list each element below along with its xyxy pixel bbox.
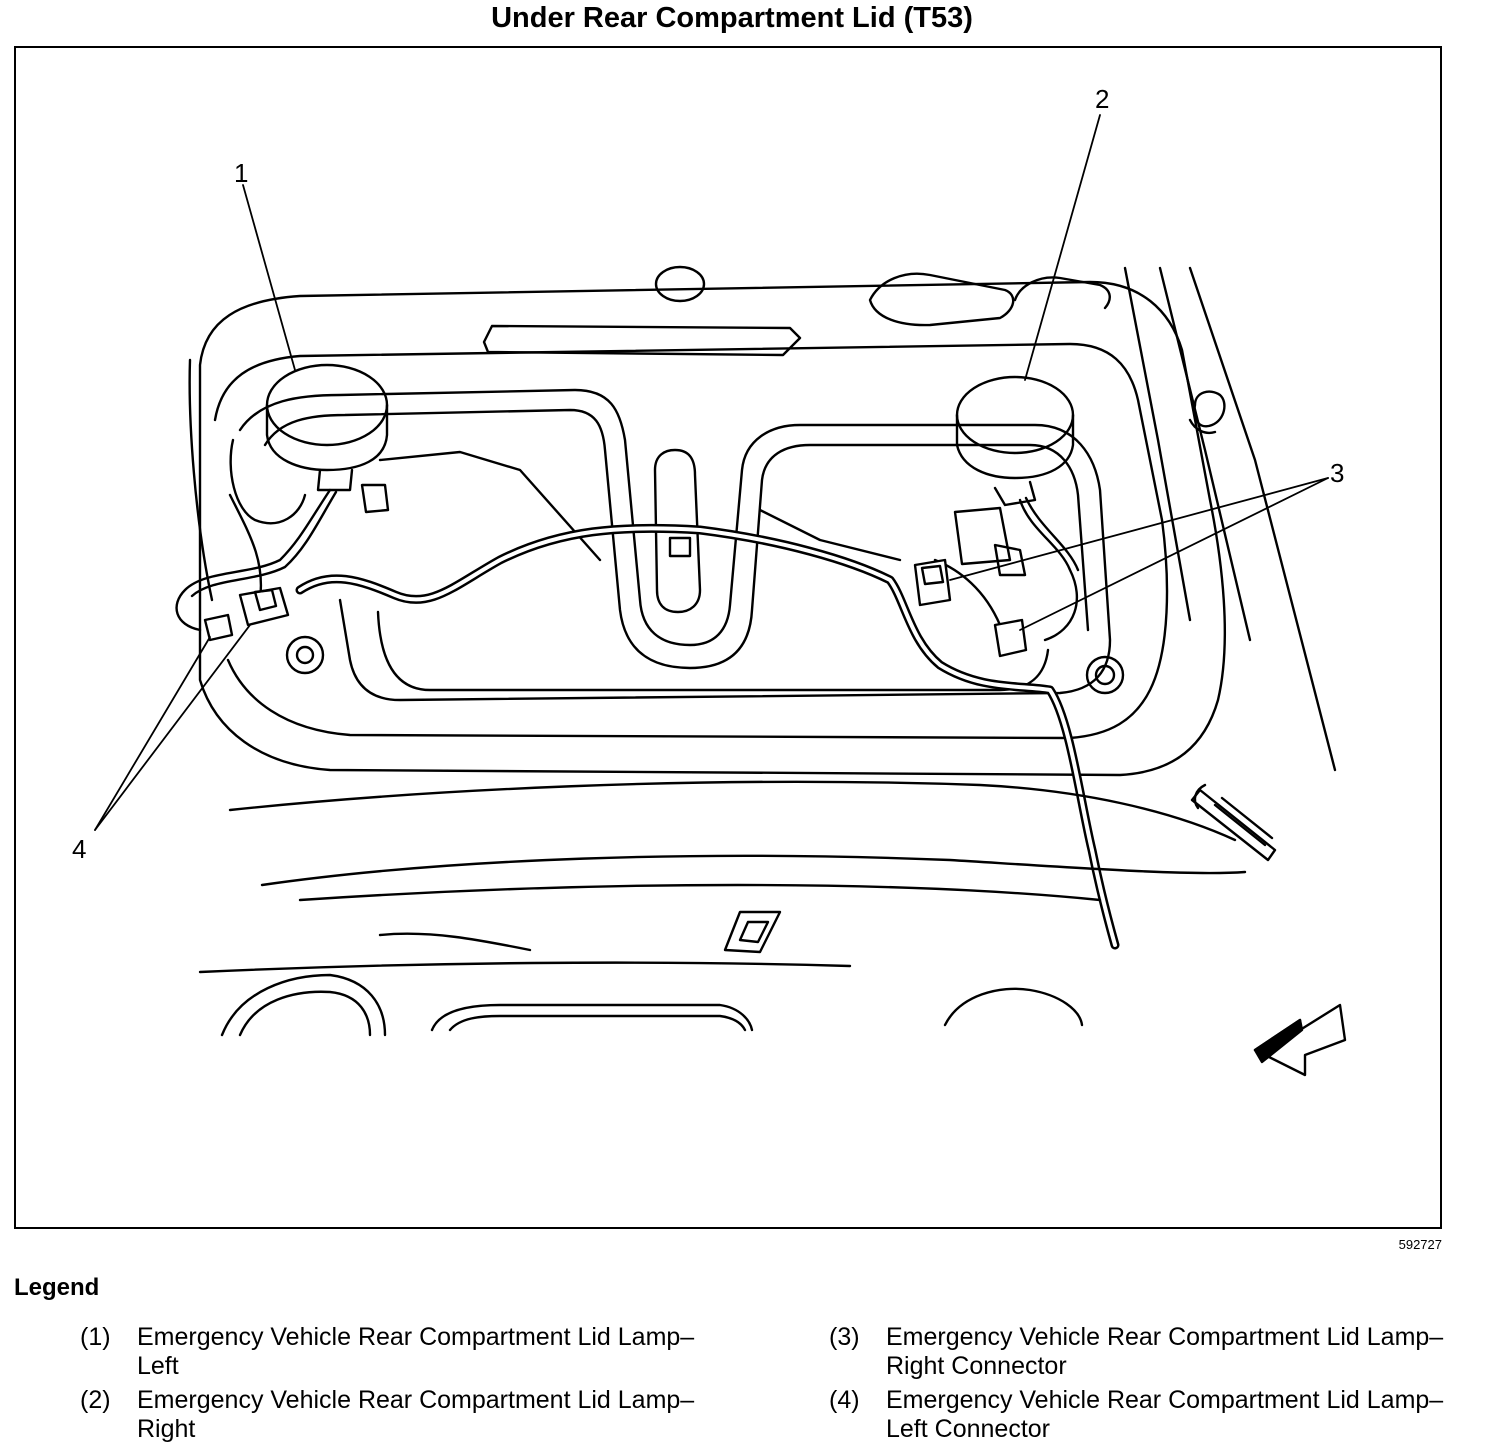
view-arrow bbox=[1253, 1003, 1347, 1077]
lamp-right bbox=[953, 375, 1075, 577]
lid-outline bbox=[188, 266, 1337, 777]
legend-item-number: (2) bbox=[80, 1386, 111, 1414]
legend-heading: Legend bbox=[14, 1274, 100, 1301]
diagram-title: Under Rear Compartment Lid (T53) bbox=[491, 2, 973, 34]
wiring-harness bbox=[175, 488, 1120, 950]
legend-item-number: (1) bbox=[80, 1323, 111, 1351]
diagram-frame bbox=[14, 46, 1442, 1229]
legend-item-number: (4) bbox=[829, 1386, 860, 1414]
callout-3: 3 bbox=[1330, 458, 1344, 488]
lower-body-lines bbox=[198, 780, 1247, 1037]
callout-2: 2 bbox=[1095, 84, 1109, 114]
figure-id: 592727 bbox=[1398, 1237, 1442, 1252]
lamp-left bbox=[265, 363, 390, 514]
legend-item-text: Emergency Vehicle Rear Compartment Lid L… bbox=[886, 1323, 1444, 1380]
callout-4: 4 bbox=[72, 834, 86, 864]
fasteners bbox=[285, 390, 1277, 862]
callout-leaders bbox=[94, 114, 1329, 831]
legend-item-text: Emergency Vehicle Rear Compartment Lid L… bbox=[886, 1386, 1444, 1443]
legend-item-number: (3) bbox=[829, 1323, 860, 1351]
connectors bbox=[203, 536, 1028, 658]
inner-panel-contours bbox=[228, 388, 1112, 702]
legend-item-text: Emergency Vehicle Rear Compartment Lid L… bbox=[137, 1386, 695, 1443]
legend-item-text: Emergency Vehicle Rear Compartment Lid L… bbox=[137, 1323, 695, 1380]
callout-1: 1 bbox=[234, 158, 248, 188]
top-features bbox=[482, 265, 1111, 357]
